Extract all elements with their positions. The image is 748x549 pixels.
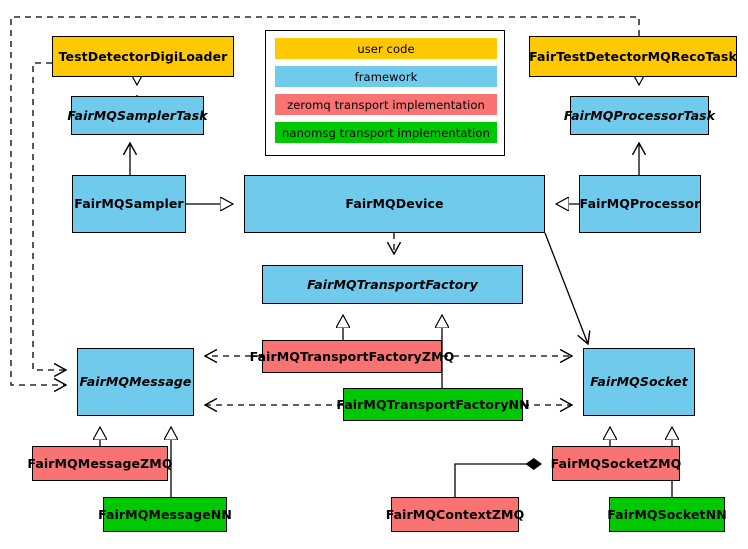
class-box-label: FairMQContextZMQ <box>385 506 525 522</box>
legend-panel: user code framework zeromq transport imple… <box>265 30 505 156</box>
legend-item-0: user code <box>275 38 497 59</box>
class-box-TestDetectorDigiLoader[interactable]: TestDetectorDigiLoader <box>52 36 234 77</box>
legend-item-label: framework <box>354 69 418 84</box>
legend-item-label: zeromq transport implementation <box>287 97 485 112</box>
legend-item-label: nanomsg transport implementation <box>282 125 490 140</box>
edge-association-device-to-socket <box>544 232 588 344</box>
class-box-FairMQMessageNN[interactable]: FairMQMessageNN <box>98 497 232 532</box>
class-box-label: TestDetectorDigiLoader <box>58 48 228 64</box>
class-box-FairMQSocketNN[interactable]: FairMQSocketNN <box>607 497 727 532</box>
class-box-FairMQTransportFactoryZMQ[interactable]: FairMQTransportFactoryZMQ <box>250 340 454 373</box>
class-box-FairMQSamplerTask[interactable]: FairMQSamplerTask <box>67 96 208 135</box>
class-box-FairTestDetectorMQRecoTask[interactable]: FairTestDetectorMQRecoTask <box>529 36 737 77</box>
class-box-label: FairTestDetectorMQRecoTask <box>529 48 737 64</box>
class-box-FairMQProcessorTask[interactable]: FairMQProcessorTask <box>564 96 715 135</box>
class-box-label: FairMQMessageZMQ <box>27 455 173 471</box>
legend-item-1: framework <box>275 66 497 87</box>
class-box-FairMQSampler[interactable]: FairMQSampler <box>72 175 186 233</box>
class-box-label: FairMQMessage <box>79 374 192 390</box>
class-box-label: FairMQTransportFactory <box>307 276 478 292</box>
edge-composition-contextzmq-in-socketzmq <box>454 457 543 497</box>
class-box-FairMQMessage[interactable]: FairMQMessage <box>77 348 194 416</box>
class-box-label: FairMQProcessor <box>579 196 701 212</box>
class-box-label: FairMQMessageNN <box>98 506 232 522</box>
class-box-label: FairMQSocket <box>590 374 688 390</box>
class-box-FairMQProcessor[interactable]: FairMQProcessor <box>579 175 701 233</box>
class-box-FairMQSocketZMQ[interactable]: FairMQSocketZMQ <box>550 446 682 481</box>
class-box-label: FairMQSamplerTask <box>67 107 208 123</box>
legend-item-label: user code <box>357 41 415 56</box>
class-box-label: FairMQTransportFactoryNN <box>336 396 530 412</box>
class-box-FairMQSocket[interactable]: FairMQSocket <box>583 348 695 416</box>
class-box-FairMQContextZMQ[interactable]: FairMQContextZMQ <box>386 497 524 532</box>
legend-item-2: zeromq transport implementation <box>275 94 497 115</box>
class-box-FairMQTransportFactory[interactable]: FairMQTransportFactory <box>262 265 523 304</box>
class-box-FairMQDevice[interactable]: FairMQDevice <box>244 175 545 233</box>
class-box-label: FairMQProcessorTask <box>563 107 716 123</box>
class-box-FairMQMessageZMQ[interactable]: FairMQMessageZMQ <box>27 446 172 481</box>
class-box-FairMQTransportFactoryNN[interactable]: FairMQTransportFactoryNN <box>336 388 530 421</box>
class-box-label: FairMQDevice <box>345 196 444 212</box>
edge-dependency-digiloader-to-message <box>32 62 66 370</box>
class-box-label: FairMQTransportFactoryZMQ <box>249 348 455 364</box>
class-box-label: FairMQSocketZMQ <box>550 455 682 471</box>
class-box-label: FairMQSocketNN <box>607 506 727 522</box>
legend-item-3: nanomsg transport implementation <box>275 122 497 143</box>
class-box-label: FairMQSampler <box>74 196 184 212</box>
